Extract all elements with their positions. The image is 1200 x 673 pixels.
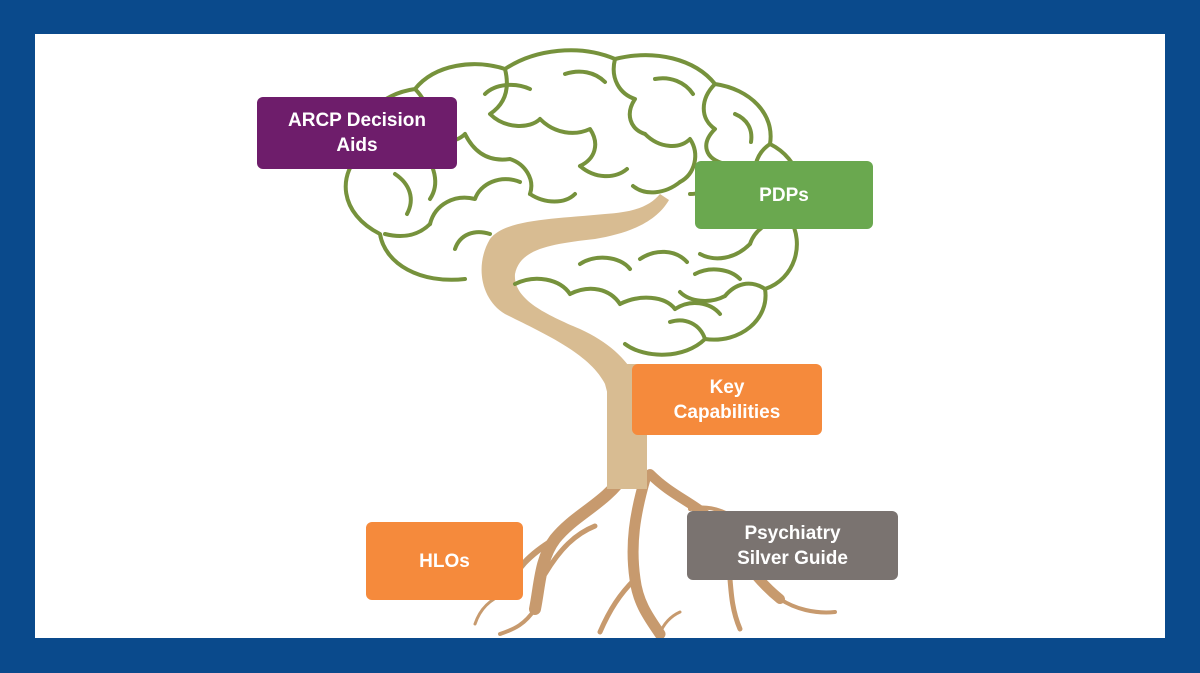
box-arcp-decision-aids: ARCP Decision Aids xyxy=(257,97,457,169)
box-pdps-label: PDPs xyxy=(759,183,809,208)
box-arcp-label: ARCP Decision Aids xyxy=(288,108,426,158)
box-key-capabilities-label: Key Capabilities xyxy=(674,375,781,425)
box-key-capabilities: Key Capabilities xyxy=(632,364,822,435)
box-psychiatry-silver-guide: Psychiatry Silver Guide xyxy=(687,511,898,580)
box-pdps: PDPs xyxy=(695,161,873,229)
brain-tree-illustration xyxy=(35,34,1165,638)
box-hlos-label: HLOs xyxy=(419,549,470,574)
box-psychiatry-label: Psychiatry Silver Guide xyxy=(737,521,848,571)
slide-canvas: ARCP Decision Aids PDPs Key Capabilities… xyxy=(35,34,1165,638)
box-hlos: HLOs xyxy=(366,522,523,600)
